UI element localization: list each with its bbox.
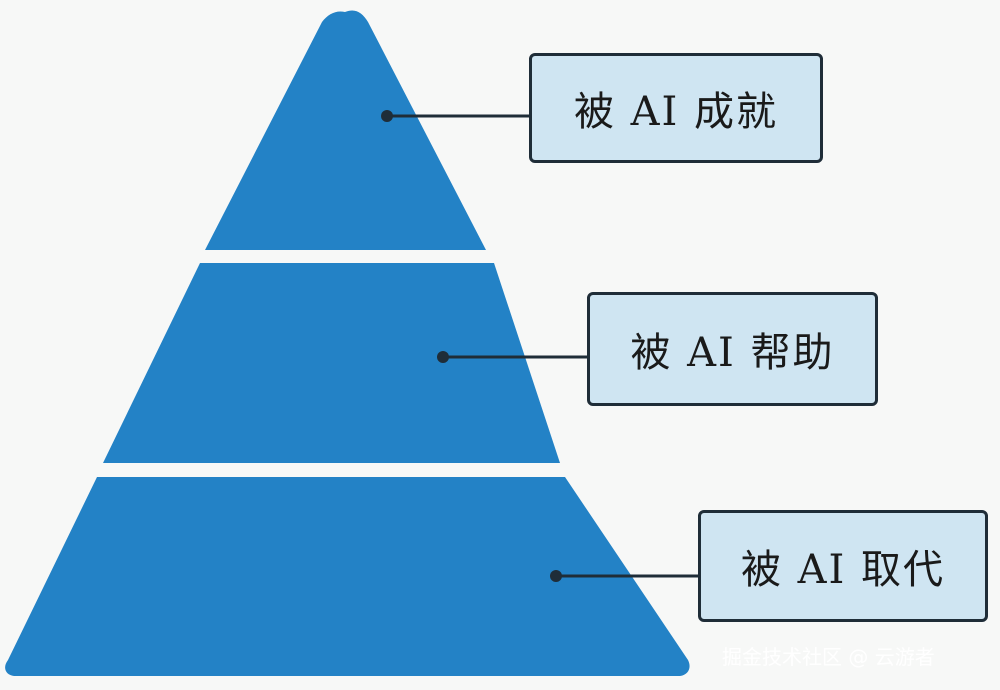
watermark-text: 掘金技术社区 @ 云游者 [722,645,935,669]
pyramid-tier-middle [103,263,560,463]
connector-dot-middle [437,351,449,363]
tier-label-bottom-text: 被 AI 取代 [740,547,946,593]
connector-dot-bottom [550,570,562,582]
tier-label-middle: 被 AI 帮助 [587,292,878,406]
tier-label-top-text: 被 AI 成就 [573,89,779,135]
pyramid-tier-bottom [5,477,690,676]
connector-dot-top [381,110,393,122]
tier-label-middle-text: 被 AI 帮助 [630,330,835,376]
pyramid-tier-top [205,10,486,250]
tier-label-bottom: 被 AI 取代 [698,510,988,622]
tier-label-top: 被 AI 成就 [529,53,823,163]
